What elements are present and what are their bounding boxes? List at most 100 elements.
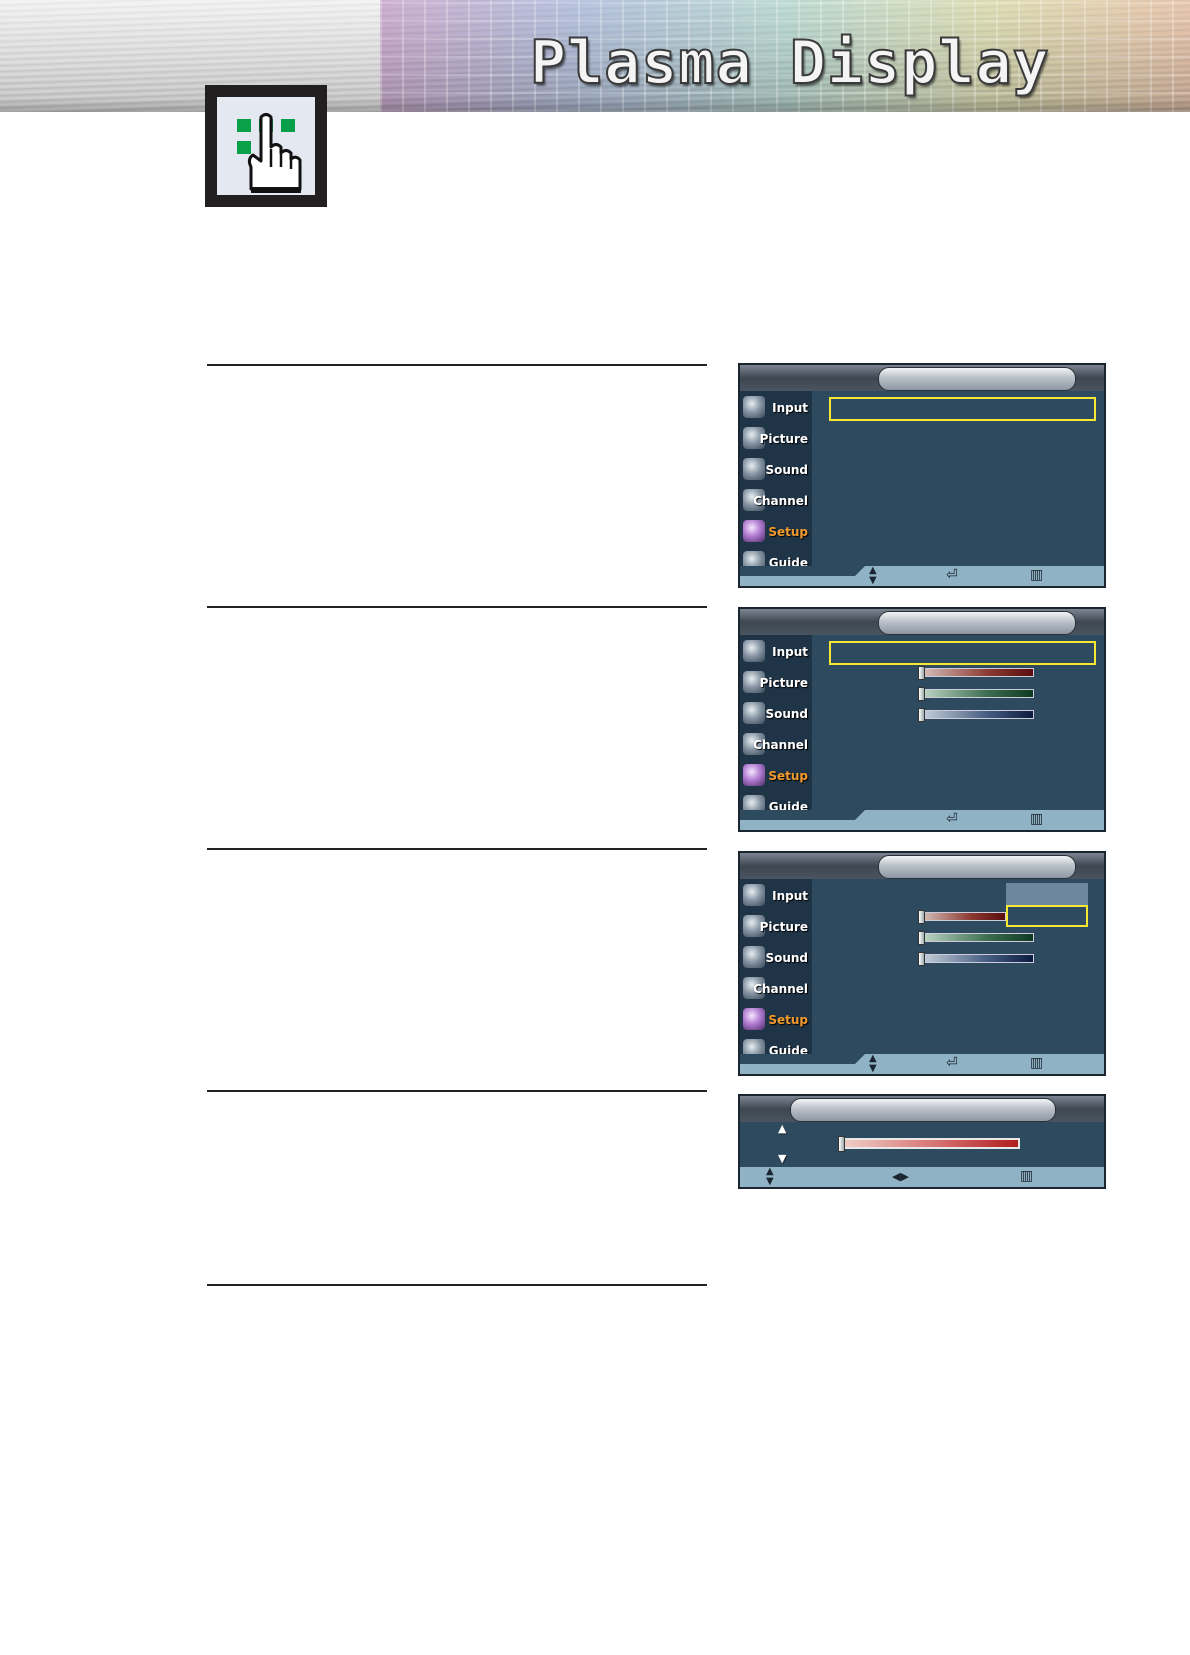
red-slider[interactable] — [920, 668, 1034, 677]
setup-icon — [743, 1008, 765, 1030]
menu-item-label: Channel — [753, 494, 808, 508]
header-banner: Plasma Display — [0, 0, 1190, 112]
input-icon — [743, 884, 765, 906]
osd-nav-bar: ⏎ ▥ — [740, 810, 1104, 830]
channel-icon — [743, 977, 765, 999]
osd-screen-3: Input Picture Sound Channel Setup Guide … — [738, 851, 1106, 1076]
osd-menu-sidebar: Input Picture Sound Channel Setup Guide — [740, 879, 812, 1074]
sound-icon — [743, 702, 765, 724]
osd-title-bar — [740, 853, 1104, 879]
channel-icon — [743, 733, 765, 755]
step-5-divider — [207, 1284, 707, 1286]
menu-item-label: Input — [772, 401, 808, 415]
nav-bar-notch — [740, 810, 865, 820]
blue-slider-thumb[interactable] — [918, 952, 925, 966]
osd-title-pill — [878, 855, 1076, 879]
step-1-divider — [207, 364, 707, 366]
adjust-slider[interactable] — [840, 1138, 1020, 1149]
banner-circuit-lines — [380, 0, 1190, 112]
menu-item-input[interactable]: Input — [740, 393, 812, 421]
menu-item-label: Sound — [765, 707, 808, 721]
menu-item-label: Channel — [753, 738, 808, 752]
up-arrow-icon: ▲ — [778, 1122, 787, 1135]
menu-item-input[interactable]: Input — [740, 881, 812, 909]
up-down-arrows-icon: ▲▼ — [869, 565, 877, 586]
green-slider[interactable] — [920, 933, 1034, 942]
osd-title-bar — [740, 365, 1104, 391]
menu-icon: ▥ — [1030, 1055, 1044, 1071]
osd-title-bar — [740, 609, 1104, 635]
blue-slider[interactable] — [920, 954, 1034, 963]
menu-item-picture[interactable]: Picture — [740, 424, 812, 452]
osd-screen-4: ▲ ▼ ▲▼ ◀▶ ▥ — [738, 1094, 1106, 1189]
step-2-divider — [207, 606, 707, 608]
menu-item-label: Picture — [759, 676, 808, 690]
enter-icon: ⏎ — [946, 1055, 958, 1071]
osd-menu-sidebar: Input Picture Sound Channel Setup Guide — [740, 391, 812, 586]
setup-icon — [743, 764, 765, 786]
blue-slider[interactable] — [920, 710, 1034, 719]
menu-item-label: Channel — [753, 982, 808, 996]
banner-circuit-art — [380, 0, 1190, 112]
menu-item-setup[interactable]: Setup — [740, 1005, 812, 1033]
enter-icon: ⏎ — [946, 567, 958, 583]
menu-item-label: Sound — [765, 463, 808, 477]
menu-item-label: Setup — [768, 1013, 808, 1027]
down-arrow-icon: ▼ — [778, 1152, 787, 1165]
menu-icon: ▥ — [1030, 567, 1044, 583]
osd-title-pill — [790, 1098, 1056, 1122]
picture-icon — [743, 427, 765, 449]
selection-highlight[interactable] — [829, 641, 1096, 665]
channel-icon — [743, 489, 765, 511]
menu-item-input[interactable]: Input — [740, 637, 812, 665]
sound-icon — [743, 458, 765, 480]
menu-item-sound[interactable]: Sound — [740, 455, 812, 483]
banner-texture — [0, 0, 1190, 112]
adjust-slider-thumb[interactable] — [838, 1136, 845, 1152]
selection-highlight[interactable] — [829, 397, 1096, 421]
dropdown-option-selected[interactable] — [1006, 905, 1088, 927]
menu-item-picture[interactable]: Picture — [740, 668, 812, 696]
menu-item-label: Input — [772, 645, 808, 659]
menu-item-sound[interactable]: Sound — [740, 943, 812, 971]
menu-item-label: Sound — [765, 951, 808, 965]
dropdown-option[interactable] — [1006, 883, 1088, 905]
hand-pointer-icon — [237, 113, 302, 193]
red-slider-thumb[interactable] — [918, 666, 925, 680]
menu-item-label: Picture — [759, 920, 808, 934]
banner-shadow — [0, 98, 1190, 112]
up-down-arrows-icon: ▲▼ — [766, 1166, 774, 1187]
banner-title: Plasma Display — [529, 27, 1050, 99]
input-icon — [743, 640, 765, 662]
menu-item-channel[interactable]: Channel — [740, 974, 812, 1002]
nav-bar-notch — [740, 1054, 865, 1064]
osd-nav-bar: ▲▼ ⏎ ▥ — [740, 1054, 1104, 1074]
menu-item-setup[interactable]: Setup — [740, 761, 812, 789]
sound-icon — [743, 946, 765, 968]
osd-menu-sidebar: Input Picture Sound Channel Setup Guide — [740, 635, 812, 830]
nav-bar-notch — [740, 566, 865, 576]
menu-icon: ▥ — [1020, 1168, 1034, 1184]
osd-title-pill — [878, 611, 1076, 635]
green-slider[interactable] — [920, 689, 1034, 698]
menu-item-label: Setup — [768, 769, 808, 783]
up-down-arrows-icon: ▲▼ — [869, 1053, 877, 1074]
green-slider-thumb[interactable] — [918, 931, 925, 945]
menu-icon: ▥ — [1030, 811, 1044, 827]
red-slider[interactable] — [920, 912, 1006, 921]
step-3-divider — [207, 848, 707, 850]
setup-icon — [743, 520, 765, 542]
red-slider-thumb[interactable] — [918, 910, 925, 924]
menu-item-picture[interactable]: Picture — [740, 912, 812, 940]
menu-item-channel[interactable]: Channel — [740, 486, 812, 514]
osd-nav-bar: ▲▼ ◀▶ ▥ — [740, 1167, 1104, 1187]
setup-hand-icon — [205, 85, 327, 207]
menu-item-channel[interactable]: Channel — [740, 730, 812, 758]
osd-screen-2: Input Picture Sound Channel Setup Guide … — [738, 607, 1106, 832]
osd-nav-bar: ▲▼ ⏎ ▥ — [740, 566, 1104, 586]
green-slider-thumb[interactable] — [918, 687, 925, 701]
menu-item-sound[interactable]: Sound — [740, 699, 812, 727]
blue-slider-thumb[interactable] — [918, 708, 925, 722]
menu-item-label: Setup — [768, 525, 808, 539]
menu-item-setup[interactable]: Setup — [740, 517, 812, 545]
